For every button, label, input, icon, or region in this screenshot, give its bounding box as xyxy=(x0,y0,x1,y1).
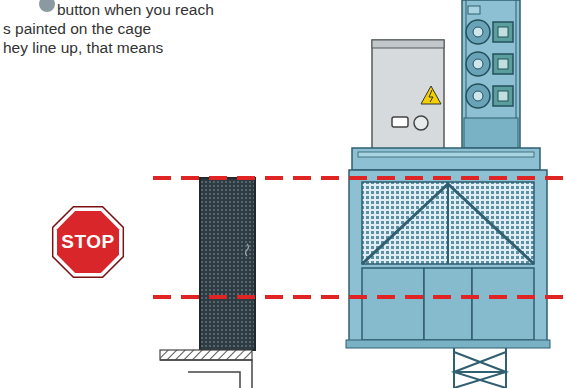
floor-slab xyxy=(160,350,252,388)
control-box xyxy=(372,40,444,150)
instruction-text: s painted on the cage xyxy=(3,19,151,38)
mast-lattice xyxy=(454,348,506,388)
landing-gate xyxy=(200,178,255,350)
instruction-text: button when you reach xyxy=(57,0,214,19)
stop-sign: STOP xyxy=(49,203,127,281)
button-icon xyxy=(39,0,55,12)
level-line xyxy=(153,178,566,297)
hoist-mast xyxy=(462,0,520,152)
instruction-text: hey line up, that means xyxy=(3,38,163,57)
sign-text: STOP xyxy=(49,203,127,281)
